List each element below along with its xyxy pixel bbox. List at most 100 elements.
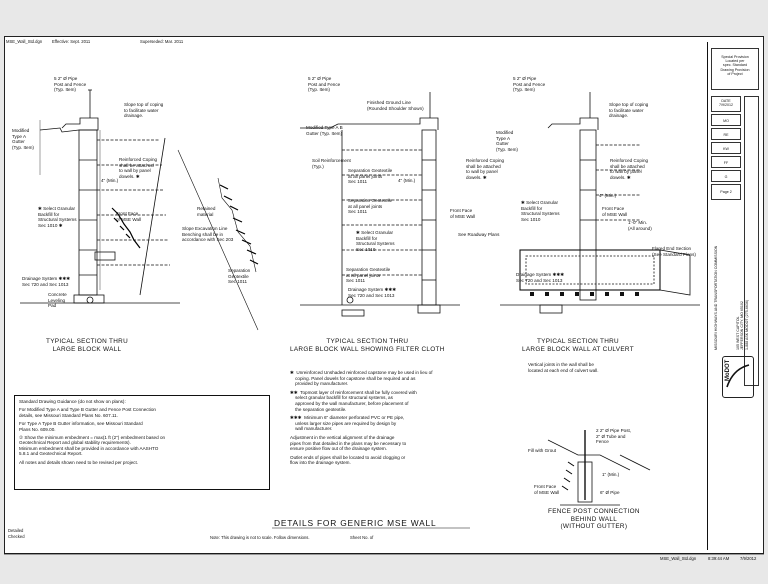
s3-granular-callout: ✱ Select Granular Backfill for Structura… [521,200,560,222]
tb-row-4-text: FF [723,161,729,165]
tb-note-box: Special Provision Located per spec. Stan… [711,48,759,90]
sheet-number: Sheet No. of [350,535,374,540]
note-4: Adjustment in the vertical alignment of … [290,434,407,452]
guidance-box: Standard Drawing Guidance (do not show o… [14,395,270,490]
s3-slope-callout: Slope top of coping to facilitate water … [609,102,649,119]
note-1: ✱ Unreinforced Unshaded reinforced capst… [290,370,433,387]
section-2-line2: LARGE BLOCK WALL SHOWING FILTER CLOTH [290,345,445,353]
guidance-3: ② Show the minimum embedment = max(1 ft … [19,435,166,457]
s3-coping-callout: Reinforced Coping shall be attached to w… [610,158,649,180]
footer-time: 8:39:44 AM [708,556,730,561]
s2-drainage-callout: Drainage System ✱✱✱ Sec 720 and Sec 1013 [348,287,397,298]
fence-pipe-callout: 6" Ø Pipe [600,490,620,495]
scale-note: Note: This drawing is not to scale. Foll… [210,535,310,540]
tb-vertical-strip [744,96,759,386]
tb-row-3-text: KW [723,147,729,151]
logo-mark [726,364,750,388]
section-1-line1: TYPICAL SECTION THRU [46,338,128,345]
s3-cover-callout: 1'-0" Min. (All around) [628,220,652,231]
tb-row-5-text: G [724,175,728,179]
s3-roadway-callout: See Roadway Plans [458,232,500,237]
logo-text: MoDOT [725,359,731,381]
section-1-caption: TYPICAL SECTION THRU LARGE BLOCK WALL [46,338,128,353]
fence-front-callout: Front Face of MSE Wall [534,484,560,495]
s2-ground-callout: Finished Ground Line (Rounded Shoulder S… [367,100,424,111]
title-block [707,42,764,550]
section-2-line1: TYPICAL SECTION THRU [326,338,409,345]
fence-min-callout: 1" (Min.) [602,472,620,477]
tb-row-5: G [711,170,741,182]
modot-logo: MoDOT [722,356,754,398]
s2-sep1-callout: Separation Geotextile at all panel joint… [348,168,393,185]
guidance-2: For Type A Type B Gutter information, se… [19,421,143,432]
effective-date: Effective: Sept. 2011 [52,39,91,44]
footer-date: 7/9/2012 [740,556,757,561]
s1-wall-face [78,129,98,296]
fence-grout-callout: Fill with Grout [528,448,557,453]
fence-line3: (WITHOUT GUTTER) [560,523,628,531]
tb-date-value: 7/9/2012 [719,103,733,108]
tb-date-label: DATE [721,99,731,103]
retained-callout: Retained material [197,206,216,217]
guidance-1: For Modified Type A and Type B Gutter an… [19,407,156,418]
fence-rail-callout: 2 2" Ø Pipe Post, 2" Ø Tube and Fence [596,428,632,445]
note-2: ✱✱ Topmost layer of reinforcement shall … [290,389,417,412]
s1-separation-callout: Separation Geotextile Sec 1011 [228,268,251,285]
tb-page-box: Page 2 [711,184,741,200]
tb-agency: MISSOURI HIGHWAYS AND TRANSPORTATION COM… [714,245,718,350]
excavation-callout: Slope Excavation Line Benching shall be … [182,226,234,243]
section-3-line1: TYPICAL SECTION THRU [536,338,619,345]
s2-gutter-callout: Modified Type A B Gutter (Typ. Item) [306,125,343,136]
section-3-line2: LARGE BLOCK WALL AT CULVERT [522,345,634,353]
s3-pipe-callout: 5 2" Ø Pipe Post and Fence (Typ. Item) [513,76,546,93]
culvert-note: Vertical joints in the wall shall be loc… [528,362,599,373]
tb-page: Page 2 [720,190,732,194]
s2-sep2-callout: Separation Geotextile at all panel joint… [348,198,393,215]
superseded-date: Superseded: Mar. 2011 [140,39,184,44]
s1-pipe-callout: 5 2" Ø Pipe Post and Fence (Typ. Item) [54,76,87,93]
s1-granular-callout: ✱ Select Granular Backfill for Structura… [38,206,77,228]
s2-coping-callout: Reinforced Coping shall be attached to w… [466,158,505,180]
tb-row-2-text: RE [723,133,729,137]
general-notes: ✱ Unreinforced Unshaded reinforced capst… [290,370,510,466]
file-ref: MSE_Wall_Std.dgn [6,39,43,44]
s1-coping-callout: Reinforced Coping shall be attached to w… [119,157,158,179]
fence-detail-caption: FENCE POST CONNECTION BEHIND WALL (WITHO… [548,508,640,531]
tb-row-2: RE [711,128,741,140]
guidance-heading: Standard Drawing Guidance (do not show o… [19,399,126,404]
s3-front-callout: Front Face of MSE Wall [602,206,628,217]
s2-granular-callout: ✱ Select Granular Backfill for Structura… [356,230,395,252]
tb-date-box: DATE 7/9/2012 [711,96,741,112]
note-5: Outlet ends of pipes shall be located to… [290,454,406,466]
tb-note: Special Provision Located per spec. Stan… [720,55,750,76]
s1-front-callout: Front Face of MSE Wall [116,211,142,222]
s3-drainage-callout: Drainage System ✱✱✱ Sec 720 and Sec 1013 [516,272,565,283]
fence-line2: BEHIND WALL [570,515,618,523]
section-3-caption: TYPICAL SECTION THRU LARGE BLOCK WALL AT… [522,338,634,353]
drawing-title: DETAILS FOR GENERIC MSE WALL [274,518,437,528]
s2-sep3-callout: Separation Geotextile at all panel joint… [346,267,391,284]
s1-gutter-callout: Modified Type A Gutter (Typ. Item) [12,128,34,150]
s2-pipe-callout: 5 2" Ø Pipe Post and Fence (Typ. Item) [308,76,341,93]
tb-row-1-text: MO [723,119,729,123]
tb-row-4: FF [711,156,741,168]
s2-dim: 4" (Min.) [398,178,416,183]
s3-dim: 4" (Min.) [599,193,617,198]
s1-drainage-callout: Drainage System ✱✱✱ Sec 720 and Sec 1013 [22,276,71,287]
tb-address: 105 WEST CAPITOL JEFFERSON CITY, MO 6510… [736,299,749,350]
footer-file: MSE_Wall_Std.dgn [660,556,697,561]
s1-leveling-callout: Concrete Leveling Pad [48,292,67,309]
s1-slope-callout: Slope top of coping to facilitate water … [124,102,164,119]
section-1-line2: LARGE BLOCK WALL [52,345,122,353]
section-2-caption: TYPICAL SECTION THRU LARGE BLOCK WALL SH… [290,338,445,353]
guidance-4: All notes and details shown need to be r… [19,459,139,465]
tb-row-3: KW [711,142,741,154]
detailed-label: Detailed [8,528,24,533]
checked-label: Checked [8,534,25,539]
s3-gutter-callout: Modified Type A Gutter (Typ. Item) [496,130,518,152]
s3-flared-callout: Flared End Section (See Standard Plans) [652,246,696,257]
s1-dim: 4" (Min.) [101,178,119,183]
s2-front-callout: Front Face of MSE Wall [450,208,476,219]
fence-line1: FENCE POST CONNECTION [548,508,640,515]
